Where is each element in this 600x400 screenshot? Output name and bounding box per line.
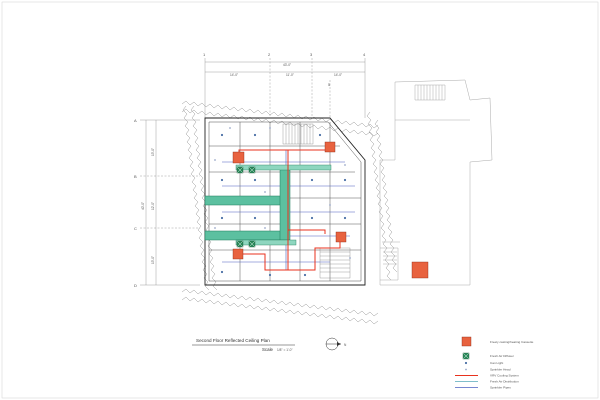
grid-row-label-b: B (134, 174, 137, 179)
legend: Freely casting/heating Cassette Fresh Ai… (455, 336, 534, 390)
scale-value: 1/8" = 1'-0" (277, 348, 293, 352)
cassette-1 (232, 151, 245, 164)
legend-label-sprinkler-pipe: Sprinkler Pipes (490, 386, 511, 390)
cassette-2 (324, 141, 336, 153)
legend-label-vrv: VRV Cooling System (490, 374, 519, 378)
grid-row-label-a: A (134, 118, 137, 123)
fresh-air-diffusers (236, 166, 256, 248)
row-dimension-3: 13'-0" (151, 256, 155, 264)
grid-col-label-4: 4 (363, 52, 366, 57)
overall-dimension-top: 43'-0" (283, 63, 291, 67)
plan-title: Second Floor Reflected Ceiling Plan (196, 338, 270, 343)
column-dimension-2: 11'-0" (286, 73, 294, 77)
cassette-5 (411, 261, 429, 279)
legend-label-can-light: Can Light (490, 361, 503, 365)
legend-label-diffuser: Fresh Air Diffuser (490, 354, 514, 358)
legend-sprinkler-head-swatch (465, 368, 467, 371)
grid-col-label-2: 2 (268, 52, 271, 57)
fresh-air-ducts (204, 164, 332, 246)
stair-top (282, 123, 314, 145)
overall-dimension-left: 40'-0" (141, 202, 145, 210)
grid-col-label-1: 1 (203, 52, 206, 57)
legend-cassette-swatch (461, 336, 472, 347)
adjacent-building (379, 79, 493, 286)
grid-row-label-c: C (134, 226, 137, 231)
can-lights (220, 133, 347, 277)
column-dimension-1: 14'-0" (230, 73, 238, 77)
grid-dimensions-top (204, 58, 366, 118)
cassette-3 (335, 231, 347, 243)
cassette-4 (232, 248, 244, 260)
scale-label: Scale (262, 347, 274, 352)
cassettes (232, 141, 429, 279)
column-dimension-3: 14'-0" (334, 73, 342, 77)
legend-can-light-swatch (464, 361, 468, 365)
legend-label-cassette: Freely casting/heating Cassette (490, 340, 534, 344)
legend-diffuser-swatch (462, 352, 470, 360)
legend-label-fresh-air: Fresh Air Distribution (490, 380, 519, 384)
site-hatch (181, 100, 398, 325)
grid-row-label-d: D (134, 283, 137, 288)
grid-dimensions-left (140, 119, 200, 286)
north-label: N (344, 343, 347, 347)
building-walls (204, 117, 366, 286)
row-dimension-2: 12'-0" (151, 202, 155, 210)
grid-col-label-5: 5 (328, 82, 331, 87)
north-arrow (325, 337, 341, 351)
row-dimension-1: 13'-0" (151, 148, 155, 156)
sprinkler-heads (214, 127, 351, 259)
grid-col-label-3: 3 (310, 52, 313, 57)
legend-label-sprinkler-head: Sprinkler Head (490, 368, 511, 372)
